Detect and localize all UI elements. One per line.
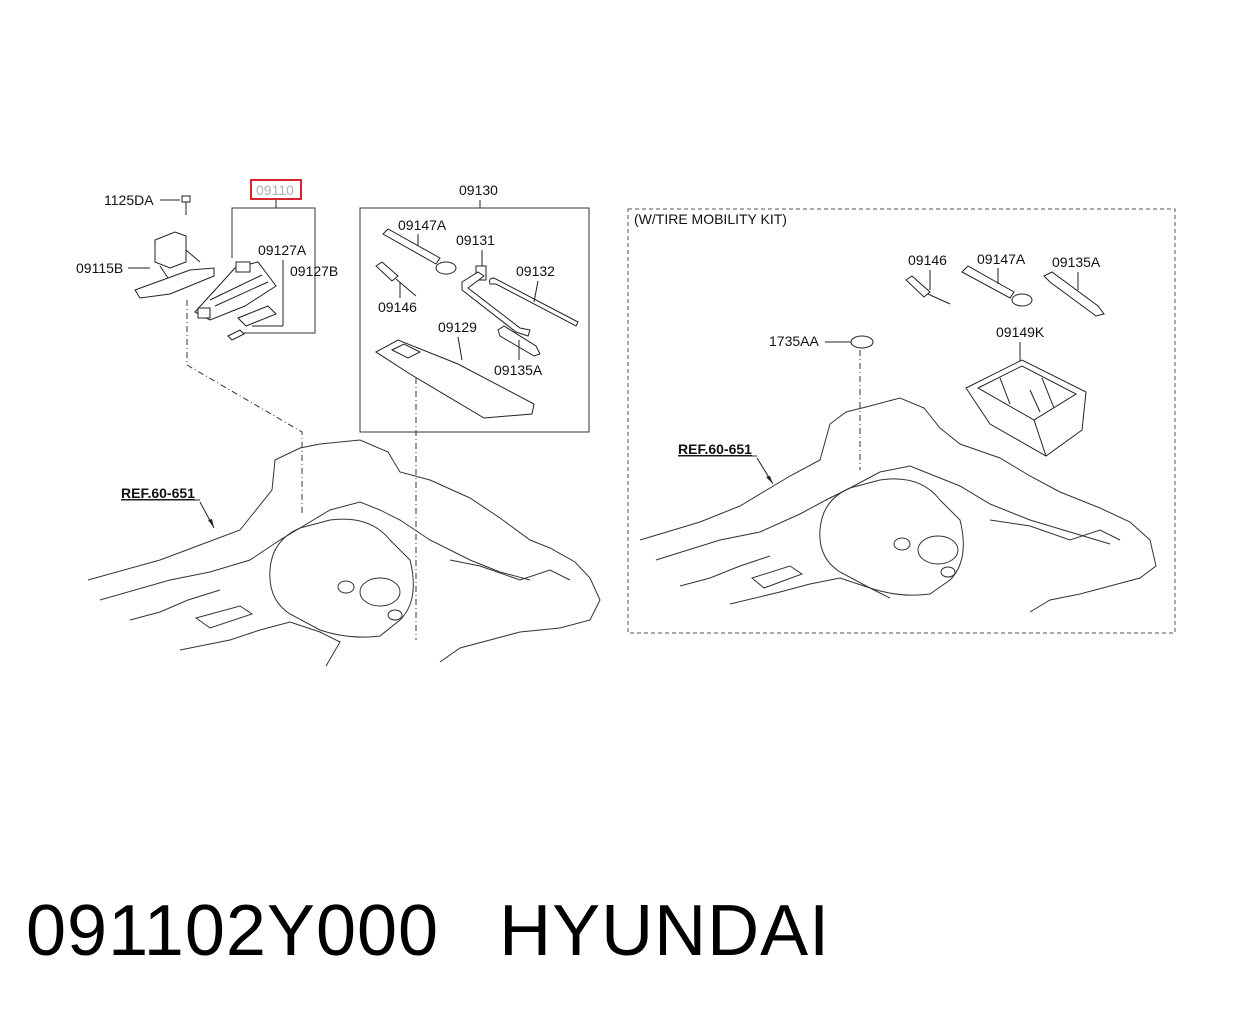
- scissor-jack-09127A: [194, 261, 277, 327]
- label-09146-right[interactable]: 09146: [908, 252, 947, 268]
- label-09127B[interactable]: 09127B: [290, 263, 338, 279]
- screwdriver-09146-right: [905, 275, 951, 305]
- label-09131[interactable]: 09131: [456, 232, 495, 248]
- jack-handle-09131: [461, 265, 531, 337]
- label-09130[interactable]: 09130: [459, 182, 498, 198]
- ref-label-left[interactable]: REF.60-651: [121, 485, 195, 501]
- wheel-wrench-09147A-right: [961, 265, 1033, 307]
- jack-handle-09127B: [227, 329, 245, 341]
- ref-label-right[interactable]: REF.60-651: [678, 441, 752, 457]
- label-09132[interactable]: 09132: [516, 263, 555, 279]
- part-footer: 091102Y000 HYUNDAI: [26, 890, 830, 972]
- floor-panel-left: [87, 439, 601, 667]
- part-number: 091102Y000: [26, 891, 440, 971]
- tray-09149K: [965, 359, 1087, 457]
- tire-mobility-kit-frame: [627, 208, 1176, 634]
- label-09149K[interactable]: 09149K: [996, 324, 1045, 340]
- label-09146-left[interactable]: 09146: [378, 299, 417, 315]
- kit-title[interactable]: (W/TIRE MOBILITY KIT): [634, 211, 787, 227]
- label-09115B[interactable]: 09115B: [76, 260, 123, 276]
- highlight-box-09110: [250, 179, 302, 200]
- label-09147A-right[interactable]: 09147A: [977, 251, 1026, 267]
- plug-1735AA: [850, 335, 874, 349]
- label-09147A-left[interactable]: 09147A: [398, 217, 447, 233]
- label-1125DA[interactable]: 1125DA: [104, 192, 154, 208]
- parts-diagram: 1125DA 09115B 09110 09127A 09127B 09130 …: [76, 179, 1176, 667]
- brand-name: HYUNDAI: [499, 891, 831, 971]
- spanner-09135A-right: [1043, 271, 1105, 317]
- screwdriver-09146: [375, 261, 417, 297]
- bolt-1125DA: [160, 195, 191, 215]
- floor-panel-right: [639, 397, 1157, 613]
- wheel-wrench-09147A: [382, 228, 457, 275]
- label-1735AA[interactable]: 1735AA: [769, 333, 819, 349]
- tool-bag-09129: [375, 339, 535, 419]
- label-09127A[interactable]: 09127A: [258, 242, 307, 258]
- label-09135A-right[interactable]: 09135A: [1052, 254, 1101, 270]
- extension-rod-09132: [489, 277, 579, 327]
- leader-jack: [186, 300, 303, 515]
- toolkit-box-09130: [359, 207, 590, 433]
- label-09110[interactable]: 09110: [256, 182, 294, 198]
- bracket-09110: [231, 207, 316, 334]
- label-09135A-left[interactable]: 09135A: [494, 362, 543, 378]
- jack-bracket-09115B: [134, 231, 215, 299]
- label-09129[interactable]: 09129: [438, 319, 477, 335]
